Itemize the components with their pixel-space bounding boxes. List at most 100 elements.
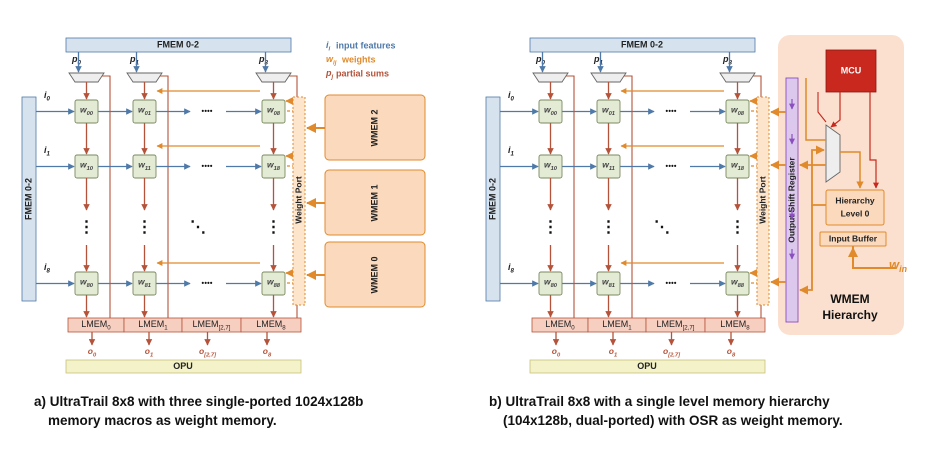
left-output-label-0-subscript: 0 xyxy=(93,352,97,358)
legend-p-sym-symbol: p xyxy=(325,68,332,78)
right-lmem-label-1-symbol: LMEM xyxy=(602,319,628,329)
left-psum-label-2-subscript: 8 xyxy=(265,59,269,66)
legend-partial-label: partial sums xyxy=(336,68,389,78)
left-input-label-1-symbol: i xyxy=(44,145,47,155)
right-pe-label-0-1-symbol: w xyxy=(602,105,610,115)
left-col-dots-1: ⋮ xyxy=(137,219,153,236)
left-input-label-1-subscript: 1 xyxy=(47,150,51,157)
right-pe-label-1-2-subscript: 18 xyxy=(738,166,745,172)
right-lmem-3 xyxy=(704,317,766,333)
right-row-dots-2: •••• xyxy=(665,279,676,288)
left-psum-label-1-symbol: p xyxy=(129,54,136,64)
left-output-label-1-subscript: 1 xyxy=(150,352,153,358)
left-input-label-2-symbol: i xyxy=(44,262,47,272)
right-input-label-0-subscript: 0 xyxy=(511,95,515,102)
right-hier-level-line1: Hierarchy xyxy=(835,195,874,205)
right-row-dots-0: •••• xyxy=(665,107,676,116)
left-output-label-0: o0 xyxy=(88,346,97,358)
right-lmem-label-1: LMEM1 xyxy=(602,319,632,331)
left-psum-label-1: p1 xyxy=(129,54,140,66)
left-lmem-label-2-symbol: LMEM xyxy=(193,319,219,329)
left-lmem-label-1: LMEM1 xyxy=(138,319,168,331)
right-psum-label-0-subscript: 0 xyxy=(542,59,546,66)
left-lmem-label-1-subscript: 1 xyxy=(164,324,168,331)
right-output-label-0: o0 xyxy=(552,346,561,358)
right-output-label-3-symbol: o xyxy=(727,346,732,356)
right-psum-label-2-symbol: p xyxy=(722,54,729,64)
left-mux-1 xyxy=(126,72,163,83)
right-pe-label-1-1-symbol: w xyxy=(602,160,610,170)
right-psum-label-2-subscript: 8 xyxy=(729,59,733,66)
left-row-dots-2: •••• xyxy=(201,279,212,288)
right-output-label-2-symbol: o xyxy=(663,346,668,356)
left-fmem-side-label: FMEM 0-2 xyxy=(23,178,33,220)
left-input-label-2: i8 xyxy=(44,262,51,274)
left-lmem-3 xyxy=(240,317,302,333)
left-pe-label-0-1: w01 xyxy=(138,105,151,117)
left-pe-label-0-0: w00 xyxy=(80,105,94,117)
right-output-label-1-symbol: o xyxy=(609,346,614,356)
right-pe-label-1-2: w18 xyxy=(731,160,745,172)
right-pe-label-2-0: w80 xyxy=(544,277,558,289)
right-pe-label-1-0-subscript: 10 xyxy=(551,166,558,172)
left-weight-port-label: Weight Port xyxy=(293,176,303,224)
right-output-label-3-subscript: 8 xyxy=(732,352,736,358)
left-wmem-label-2: WMEM 0 xyxy=(369,257,379,294)
right-col-dots-1: ⋮ xyxy=(601,219,617,236)
right-input-label-0-symbol: i xyxy=(508,90,511,100)
right-mcu-label: MCU xyxy=(841,65,862,75)
left-pe-label-1-2-symbol: w xyxy=(267,160,275,170)
left-mux-2 xyxy=(255,72,292,83)
left-pe-label-1-1-symbol: w xyxy=(138,160,146,170)
left-pe-label-1-1-subscript: 11 xyxy=(145,166,151,172)
right-input-label-1: i1 xyxy=(508,145,515,157)
left-output-label-3-symbol: o xyxy=(263,346,268,356)
right-lmem-label-3: LMEM8 xyxy=(720,319,750,331)
left-psum-label-2-symbol: p xyxy=(258,54,265,64)
right-pe-label-2-2: w88 xyxy=(731,277,745,289)
left-lmem-label-2: LMEM[2,7] xyxy=(193,319,231,331)
right-hier-bg xyxy=(778,35,904,335)
left-psum-label-1-subscript: 1 xyxy=(136,59,140,66)
left-pe-label-2-2: w88 xyxy=(267,277,281,289)
left-input-label-0-subscript: 0 xyxy=(47,95,51,102)
right-pe-label-1-0: w10 xyxy=(544,160,558,172)
right-osr-label: Output Shift Register xyxy=(786,157,796,243)
left-weight-port xyxy=(292,96,306,306)
legend-i-sym: ii xyxy=(326,40,331,52)
right-hier-level-line2: Level 0 xyxy=(841,208,870,218)
legend-i-sym-subscript: i xyxy=(329,45,331,52)
right-wmem-hier-line2: Hierarchy xyxy=(822,308,878,322)
right-pe-label-0-0-subscript: 00 xyxy=(551,111,558,117)
right-lmem-label-3-symbol: LMEM xyxy=(720,319,746,329)
left-lmem-label-0-subscript: 0 xyxy=(107,324,111,331)
right-psum-label-0: p0 xyxy=(535,54,546,66)
left-pe-label-1-1: w11 xyxy=(138,160,151,172)
right-pe-label-1-1-subscript: 11 xyxy=(609,166,615,172)
left-pe-label-2-2-symbol: w xyxy=(267,277,275,287)
left-lmem-label-0: LMEM0 xyxy=(81,319,111,331)
left-lmem-label-3-symbol: LMEM xyxy=(256,319,282,329)
right-win-label-subscript: in xyxy=(899,264,907,274)
left-input-label-1: i1 xyxy=(44,145,51,157)
right-pe-label-2-1-symbol: w xyxy=(602,277,610,287)
right-mux-to-hier xyxy=(840,151,864,189)
right-output-label-2-subscript: [2,7] xyxy=(667,352,681,358)
left-pe-label-0-1-subscript: 01 xyxy=(145,111,151,117)
left-lmem-label-3: LMEM8 xyxy=(256,319,286,331)
right-lmem-label-3-subscript: 8 xyxy=(746,324,750,331)
left-col-dots-0: ⋮ xyxy=(79,219,95,236)
legend-p-sym: pj xyxy=(325,68,334,80)
legend-i-sym-symbol: i xyxy=(326,40,329,50)
right-lmem-label-2: LMEM[2,7] xyxy=(657,319,695,331)
left-output-label-0-symbol: o xyxy=(88,346,93,356)
right-pe-label-2-1-subscript: 81 xyxy=(609,283,615,289)
right-lmem-label-0: LMEM0 xyxy=(545,319,575,331)
right-col-dots-0: ⋮ xyxy=(543,219,559,236)
left-lmem-label-0-symbol: LMEM xyxy=(81,319,107,329)
right-input-label-1-symbol: i xyxy=(508,145,511,155)
left-output-label-3: o8 xyxy=(263,346,272,358)
right-pe-label-2-0-subscript: 80 xyxy=(551,283,558,289)
left-input-label-2-subscript: 8 xyxy=(47,267,51,274)
right-lmem-label-0-subscript: 0 xyxy=(571,324,575,331)
